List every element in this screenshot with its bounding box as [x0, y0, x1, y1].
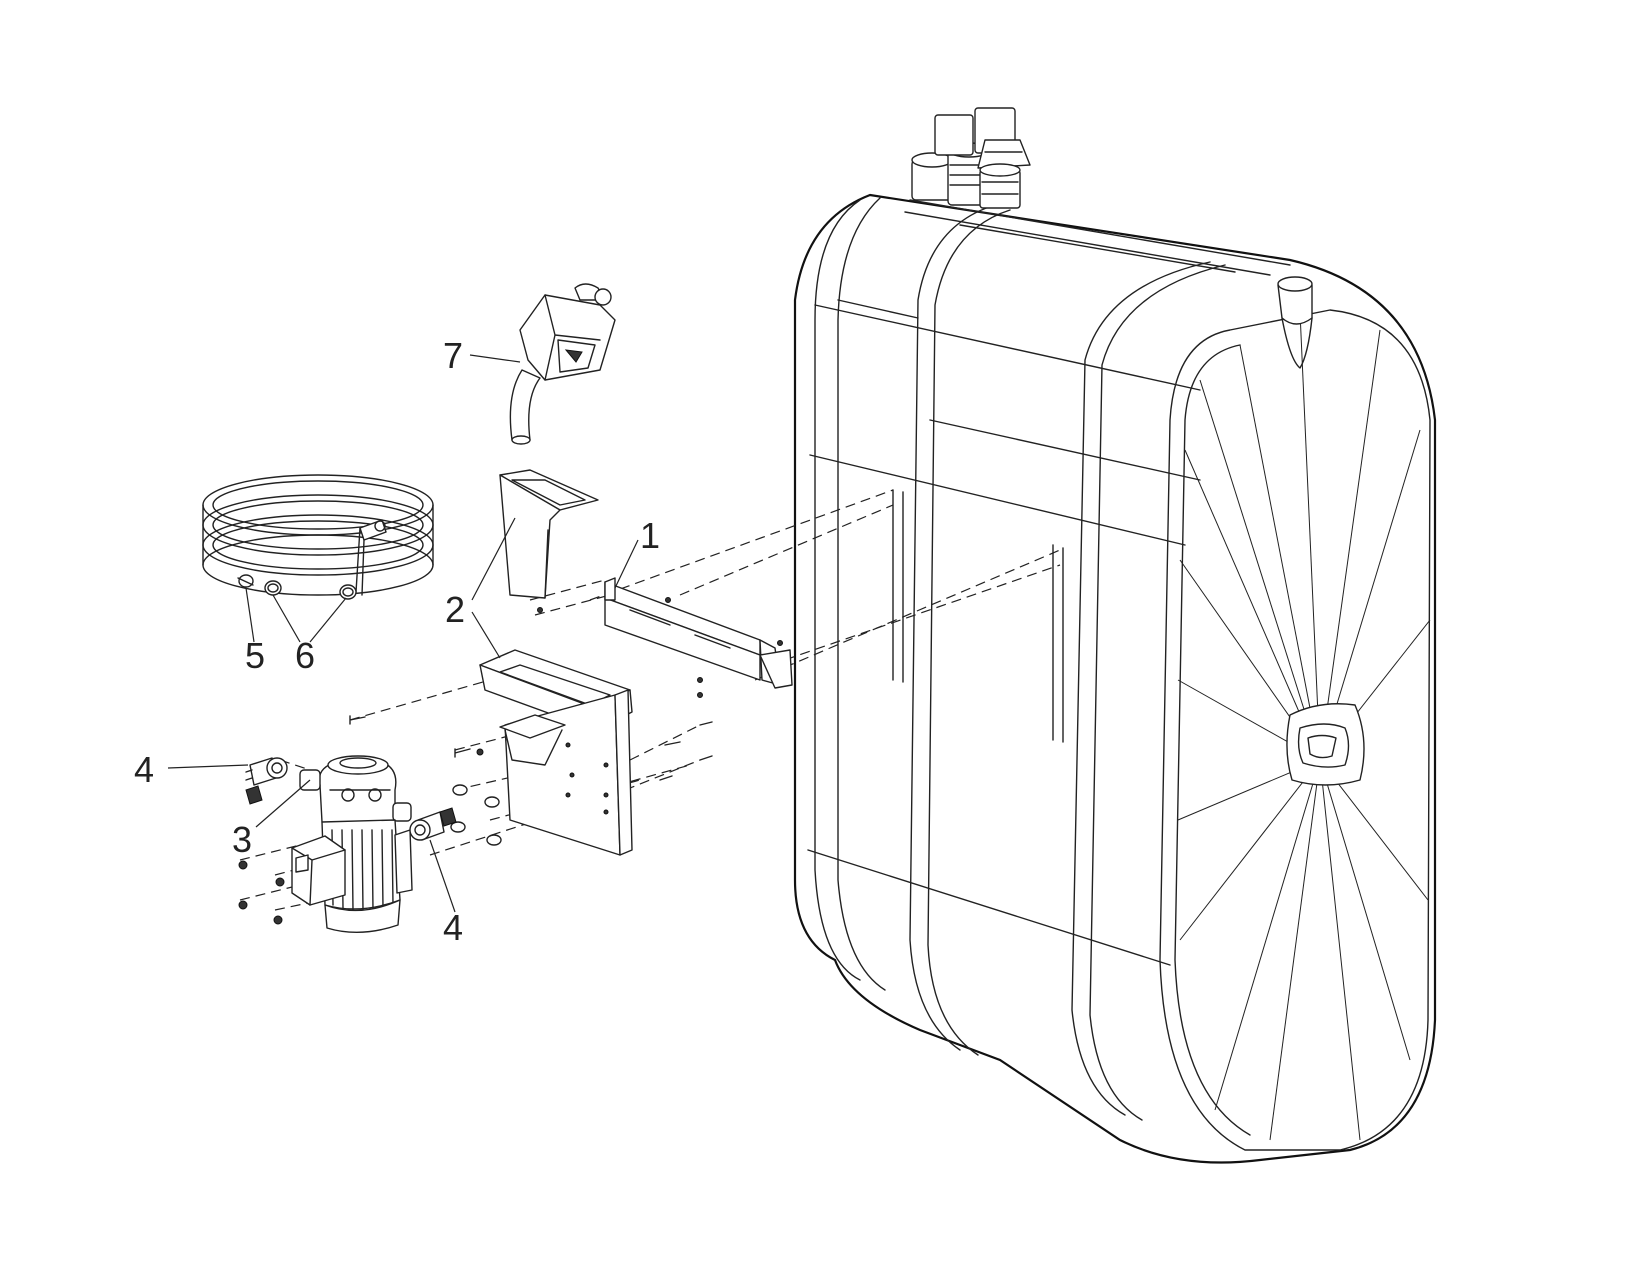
callout-4-right: 4 — [443, 907, 463, 948]
callout-7: 7 — [443, 335, 463, 376]
part-7-nozzle — [509, 283, 616, 445]
callouts: 1 2 3 4 4 5 6 7 — [134, 335, 660, 948]
part-1-bracket — [537, 577, 793, 698]
tank — [793, 107, 1437, 1164]
callout-2: 2 — [445, 589, 465, 630]
part-5-6-hose — [202, 474, 434, 600]
part-2-holder — [349, 469, 713, 856]
tank-top-fittings — [911, 107, 1031, 209]
callout-5: 5 — [245, 635, 265, 676]
leader-lines — [167, 354, 639, 913]
callout-3: 3 — [232, 819, 252, 860]
callout-4-left: 4 — [134, 749, 154, 790]
part-3-pump-motor — [238, 755, 413, 934]
part-4-fitting-right — [409, 807, 457, 841]
callout-1: 1 — [640, 515, 660, 556]
part-4-fitting-left — [245, 757, 288, 805]
callout-6: 6 — [295, 635, 315, 676]
